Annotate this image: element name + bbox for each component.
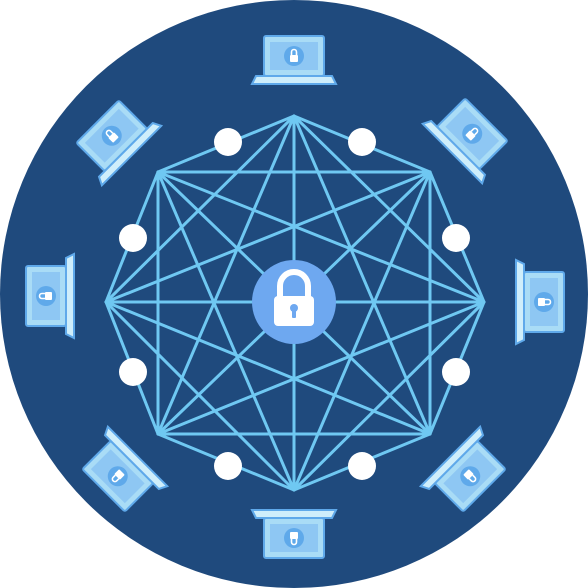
network-line [292,170,432,492]
network-line [104,170,432,304]
laptop-icon [25,253,75,339]
node-dot [442,358,470,386]
network-line [156,114,296,436]
network-line [156,170,296,492]
laptop-icon [251,509,337,559]
network-nodes [119,128,470,480]
network-line [104,300,432,436]
laptop-icon [515,259,565,345]
network-line [156,300,486,436]
node-dot [348,128,376,156]
node-dot [214,452,242,480]
node-dot [119,224,147,252]
network-line [292,114,432,436]
network-line [292,114,486,304]
network-line [156,170,486,304]
node-dot [348,452,376,480]
padlock-icon [274,269,314,326]
center-lock-badge [252,260,336,344]
network-line [104,114,296,304]
laptop-icon [251,35,337,85]
network-line [104,300,296,492]
node-dot [214,128,242,156]
node-dot [442,224,470,252]
node-dot [119,358,147,386]
